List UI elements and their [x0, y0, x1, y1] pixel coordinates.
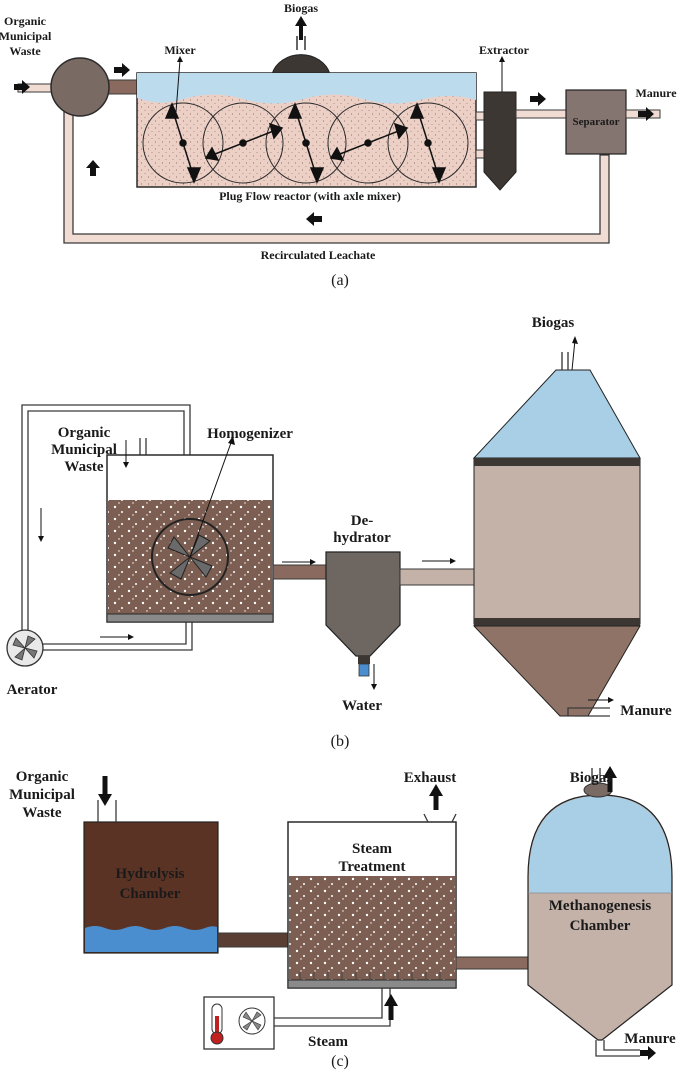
b-input-label-1: Organic [58, 425, 111, 441]
methanogenesis-gas [529, 796, 671, 893]
a-manure-label: Manure [635, 86, 677, 100]
b-manure-label: Manure [620, 703, 672, 719]
c-caption: (c) [331, 1053, 349, 1070]
c-methanogenesis-label-2: Chamber [570, 918, 631, 934]
reactor-liquid [137, 73, 476, 104]
hydrolysis-water [85, 926, 217, 952]
c-hydrolysis-label-2: Chamber [120, 886, 181, 902]
b-aerator-label: Aerator [7, 682, 58, 698]
a-reactor-label: Plug Flow reactor (with axle mixer) [219, 189, 401, 203]
b-input-label-2: Municipal [51, 442, 117, 458]
panel-a: Organic Municipal Waste Biogas Mixer Ext… [0, 1, 677, 289]
b-biogas-label: Biogas [532, 315, 575, 331]
a-input-label-2: Municipal [0, 29, 52, 43]
b-caption: (b) [331, 733, 350, 750]
recirculation-pipe [63, 109, 610, 244]
c-hydrolysis-label-1: Hydrolysis [116, 866, 185, 882]
c-steam-treatment-label-2: Treatment [339, 859, 406, 875]
biogas-dome [271, 54, 331, 75]
extractor [483, 91, 517, 191]
c-methanogenesis-label-1: Methanogenesis [549, 898, 652, 914]
a-recirculated-label: Recirculated Leachate [261, 248, 376, 262]
b-water-label: Water [342, 698, 382, 714]
a-extractor-label: Extractor [479, 43, 530, 57]
b-input-label-3: Waste [64, 459, 104, 475]
feed-pump [50, 57, 110, 117]
a-mixer-label: Mixer [164, 43, 196, 57]
a-input-label-3: Waste [9, 44, 41, 58]
panel-c: Organic Municipal Waste Exhaust Biogas S… [9, 766, 676, 1070]
panel-b: Biogas Organic Municipal Waste Homogeniz… [6, 315, 672, 750]
b-dehydrator-label-1: De- [351, 513, 374, 529]
c-input-label-1: Organic [16, 769, 69, 785]
a-caption: (a) [331, 272, 349, 289]
digester-top-cone [472, 369, 641, 459]
homogenizer-impeller [151, 518, 229, 596]
a-biogas-label: Biogas [284, 1, 318, 15]
a-input-label-1: Organic [4, 14, 47, 28]
digester-body [473, 457, 641, 625]
c-steam-label: Steam [308, 1034, 348, 1050]
c-biogas-label: Biogas [570, 770, 613, 786]
c-input-label-2: Municipal [9, 787, 75, 803]
c-steam-treatment-label-1: Steam [352, 841, 392, 857]
b-homogenizer-label: Homogenizer [207, 426, 293, 442]
c-exhaust-label: Exhaust [404, 770, 457, 786]
c-input-label-3: Waste [22, 805, 62, 821]
axle-mixers [142, 102, 469, 184]
dehydrator [325, 551, 401, 657]
separator [565, 89, 627, 155]
mixer-paddles [164, 102, 447, 184]
a-separator-label: Separator [572, 116, 619, 128]
b-dehydrator-label-2: hydrator [333, 530, 391, 546]
digester-bottom-cone [472, 625, 641, 717]
c-manure-label: Manure [624, 1031, 676, 1047]
